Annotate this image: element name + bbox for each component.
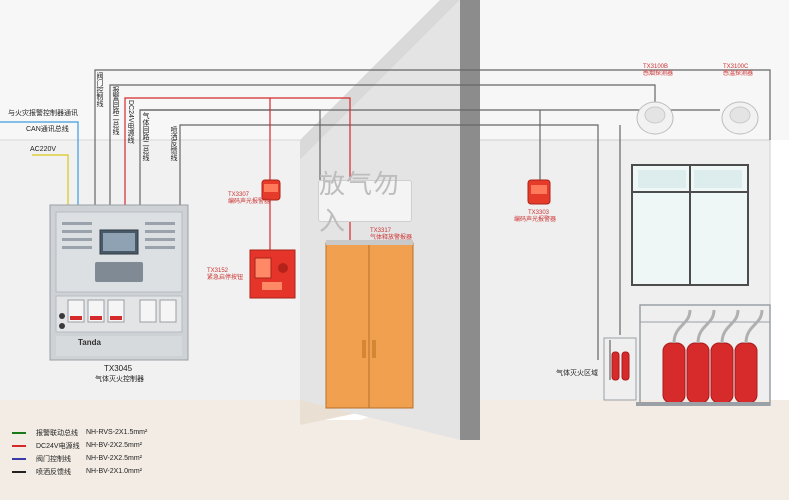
wire-can bbox=[0, 121, 79, 205]
label-emergency-button-model: TX3152 bbox=[207, 268, 229, 274]
label-dc24v: DC24V电源线 bbox=[127, 100, 134, 144]
label-sounder-right-model: TX3303 bbox=[528, 210, 550, 216]
label-alarm-loop: 报警回路二总线 bbox=[112, 86, 119, 135]
label-sounder-left-name: 编码声光报警器 bbox=[228, 199, 271, 205]
label-detector-b-model: TX3100B bbox=[643, 64, 669, 70]
wire-gas-loop bbox=[139, 109, 541, 205]
legend-swatch-blue bbox=[12, 457, 26, 460]
floor bbox=[0, 400, 789, 500]
label-sounder-left-model: TX3307 bbox=[228, 192, 250, 198]
legend-spec: NH-BV-2X2.5mm² bbox=[86, 455, 143, 462]
legend-label: 报警联动总线 bbox=[36, 429, 78, 437]
legend-label: 喷洒反馈线 bbox=[36, 468, 71, 476]
legend-swatch-red bbox=[12, 444, 26, 447]
legend-row: 喷洒反馈线 NH-BV-2X1.0mm² bbox=[12, 465, 176, 478]
wire-valve-control bbox=[94, 69, 771, 205]
label-controller-brand: Tanda bbox=[78, 338, 101, 347]
label-can-bus: CAN通讯总线 bbox=[26, 126, 69, 133]
label-spray-feedback: 喷洒反馈线 bbox=[170, 126, 177, 161]
legend-spec: NH-BV-2X2.5mm² bbox=[86, 442, 143, 449]
wiring bbox=[0, 69, 771, 380]
legend-row: 报警联动总线 NH-RVS-2X1.5mm² bbox=[12, 426, 176, 439]
label-valve-control: 阀门控制线 bbox=[96, 72, 103, 107]
legend-swatch-black bbox=[12, 470, 26, 473]
legend-row: 阀门控制线 NH-BV-2X2.5mm² bbox=[12, 452, 176, 465]
label-zone: 气体灭火区域 bbox=[556, 370, 598, 377]
wire-legend: 报警联动总线 NH-RVS-2X1.5mm² DC24V电源线 NH-BV-2X… bbox=[12, 426, 176, 478]
detector-c bbox=[721, 101, 759, 135]
legend-label: DC24V电源线 bbox=[36, 442, 80, 450]
detector-b bbox=[636, 101, 674, 135]
label-ac220v: AC220V bbox=[30, 146, 57, 153]
window bbox=[631, 164, 749, 286]
cylinder-rack bbox=[603, 304, 771, 406]
no-entry-banner: 放气勿入 bbox=[318, 169, 412, 236]
legend-spec: NH-RVS-2X1.5mm² bbox=[86, 429, 148, 436]
label-release-light-model: TX3317 bbox=[370, 228, 392, 234]
label-fire-alarm-comm: 与火灾报警控制器通讯 bbox=[8, 110, 78, 117]
emergency-button-box bbox=[249, 249, 296, 299]
label-detector-c-name: 感温探测器 bbox=[723, 71, 754, 77]
label-detector-b-name: 感烟探测器 bbox=[643, 71, 674, 77]
label-gas-loop: 气体回路二总线 bbox=[142, 112, 149, 161]
wire-ac220v bbox=[32, 154, 69, 205]
controller-cabinet bbox=[49, 204, 189, 361]
sounder-left bbox=[261, 179, 281, 201]
label-release-light-name: 气体释放警报器 bbox=[370, 235, 413, 241]
label-controller-name: 气体灭火控制器 bbox=[95, 376, 144, 383]
legend-swatch-green bbox=[12, 431, 26, 434]
label-controller-model: TX3045 bbox=[104, 364, 133, 373]
partition-edge bbox=[460, 0, 480, 440]
legend-label: 阀门控制线 bbox=[36, 455, 71, 463]
wire-alarm-loop bbox=[109, 84, 656, 205]
legend-spec: NH-BV-2X1.0mm² bbox=[86, 468, 143, 475]
door bbox=[325, 240, 414, 409]
wire-spray-feedback bbox=[179, 124, 599, 360]
sounder-right bbox=[527, 179, 551, 205]
legend-row: DC24V电源线 NH-BV-2X2.5mm² bbox=[12, 439, 176, 452]
label-sounder-right-name: 编码声光报警器 bbox=[514, 217, 557, 223]
label-emergency-button-name: 紧急启停按钮 bbox=[207, 275, 244, 281]
label-detector-c-model: TX3100C bbox=[723, 64, 749, 70]
